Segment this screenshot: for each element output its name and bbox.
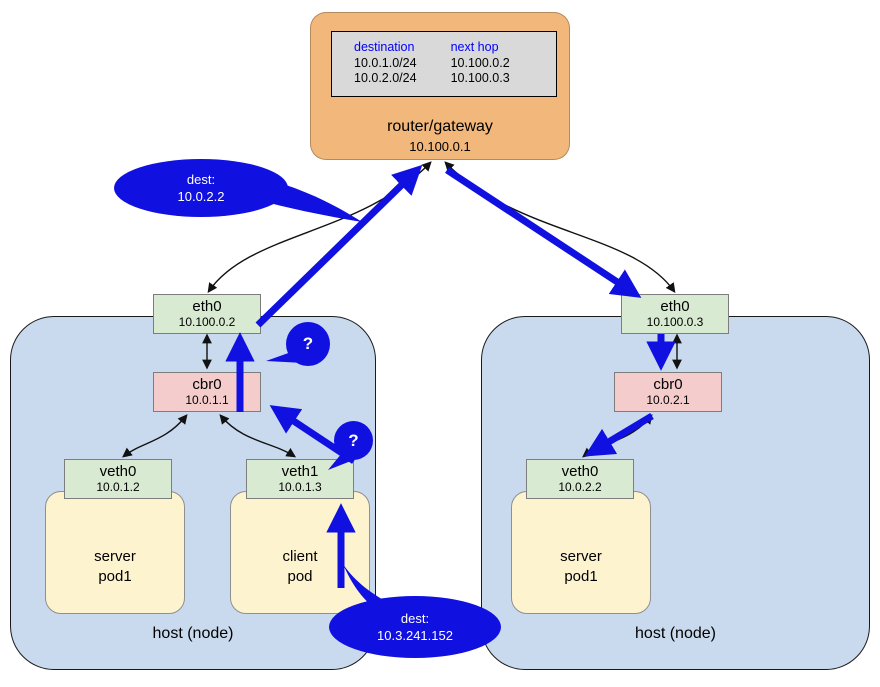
packet-arrow-router-to-eth0-right [445,167,642,298]
client-pod-label: client pod [282,548,318,585]
veth0-right-name: veth0 [561,463,599,480]
eth0-left-ip: 10.100.0.2 [178,315,236,329]
eth0-right-box: eth0 10.100.0.3 [621,294,729,334]
cbr0-right-box: cbr0 10.0.2.1 [614,372,722,412]
host-node-left-label: host (node) [152,625,234,642]
cbr0-left-box: cbr0 10.0.1.1 [153,372,261,412]
routing-table-cell: 10.0.1.0/24 [354,56,417,70]
routing-table-destination-column: destination 10.0.1.0/24 10.0.2.0/24 [354,38,417,96]
router-gateway-box: destination 10.0.1.0/24 10.0.2.0/24 next… [310,12,570,160]
routing-table-cell: 10.0.2.0/24 [354,71,417,85]
veth1-box: veth1 10.0.1.3 [246,459,354,499]
veth0-left-name: veth0 [99,463,137,480]
routing-table-header-nexthop: next hop [450,40,499,54]
link-router-to-eth0-right [444,161,676,293]
dest-lower-bubble: dest: 10.3.241.152 [329,596,501,658]
server-pod1-left: server pod1 [45,491,185,614]
router-gateway-label: router/gateway [387,118,493,135]
dest-lower-bubble-line2: 10.3.241.152 [377,628,453,643]
cbr0-left-ip: 10.0.1.1 [185,393,229,407]
server-pod1-right-label: server pod1 [560,548,602,585]
server-pod1-left-label: server pod1 [94,548,136,585]
eth0-left-name: eth0 [192,298,222,315]
router-gateway-ip: 10.100.0.1 [409,139,471,154]
eth0-right-ip: 10.100.0.3 [646,315,704,329]
veth0-right-ip: 10.0.2.2 [558,480,602,494]
dest-upper-bubble-line2: 10.0.2.2 [177,189,225,204]
dest-upper-bubble-line1: dest: [186,172,216,187]
veth0-left-box: veth0 10.0.1.2 [64,459,172,499]
eth0-right-name: eth0 [660,298,690,315]
routing-table: destination 10.0.1.0/24 10.0.2.0/24 next… [331,31,557,97]
veth1-ip: 10.0.1.3 [278,480,322,494]
dest-upper-bubble: dest: 10.0.2.2 [114,159,288,217]
question-bubble-left: ? [286,322,330,366]
routing-table-cell: 10.100.0.3 [450,71,510,85]
veth0-left-ip: 10.0.1.2 [96,480,140,494]
question-bubble-right: ? [334,421,373,460]
cbr0-right-ip: 10.0.2.1 [646,393,690,407]
host-node-right-label: host (node) [635,625,716,642]
routing-table-header-destination: destination [354,40,415,54]
veth0-right-box: veth0 10.0.2.2 [526,459,634,499]
veth1-name: veth1 [281,463,319,480]
routing-table-nexthop-column: next hop 10.100.0.2 10.100.0.3 [451,38,510,96]
client-pod: client pod [230,491,370,614]
cbr0-left-name: cbr0 [192,376,222,393]
server-pod1-right: server pod1 [511,491,651,614]
eth0-left-box: eth0 10.100.0.2 [153,294,261,334]
cbr0-right-name: cbr0 [653,376,683,393]
routing-table-cell: 10.100.0.2 [450,56,510,70]
dest-lower-bubble-line1: dest: [400,611,430,626]
